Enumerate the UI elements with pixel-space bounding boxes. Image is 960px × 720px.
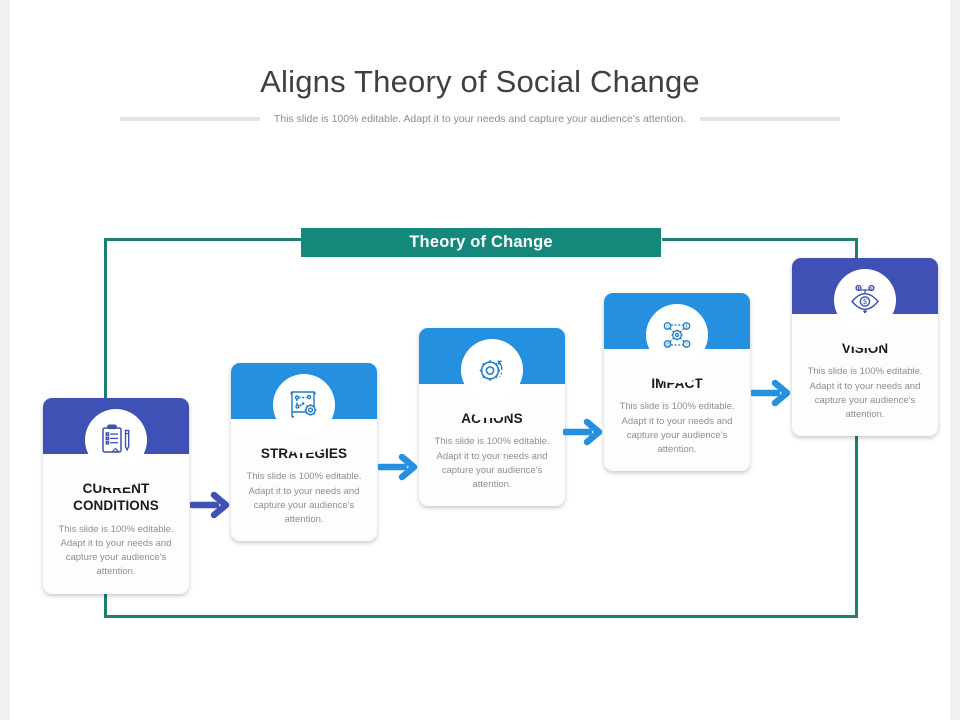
step-card-header [43,398,189,471]
clipboard-checklist-icon [85,409,147,471]
svg-text:$: $ [685,324,688,329]
step-card-header: n $ @ Y [604,293,750,366]
banner-label: Theory of Change [409,233,553,251]
eye-dollar-vision-icon: $ [834,269,896,331]
svg-text:@: @ [665,342,670,347]
process-frame-top-right [662,238,858,241]
gear-refresh-icon [461,339,523,401]
subtitle-rule-right [700,117,841,121]
step-card-text: This slide is 100% editable. Adapt it to… [58,523,174,578]
step-card-header: $ [792,258,938,331]
step-card-title: STRATEGIES [260,446,348,461]
process-frame-top-left [104,238,314,241]
arrow-strategies-to-actions [376,452,422,482]
step-card-text: This slide is 100% editable. Adapt it to… [434,436,550,491]
step-card-text: This slide is 100% editable. Adapt it to… [246,471,362,526]
arrow-actions-to-impact [561,417,607,447]
step-card-header [231,363,377,436]
step-card-text: This slide is 100% editable. Adapt it to… [619,401,735,456]
svg-text:Y: Y [685,342,688,347]
step-card-strategies[interactable]: STRATEGIES This slide is 100% editable. … [231,363,377,542]
subtitle-rule-left [119,117,260,121]
arrow-impact-to-vision [749,378,795,408]
strategy-board-gear-icon [273,374,335,436]
network-hub-gear-icon: n $ @ Y [646,304,708,366]
theory-of-change-banner: Theory of Change [301,228,661,257]
step-card-current-conditions[interactable]: CURRENT CONDITIONS This slide is 100% ed… [43,398,189,594]
page-subtitle: This slide is 100% editable. Adapt it to… [273,113,687,125]
step-card-impact[interactable]: n $ @ Y IMPACT This slide is 100% editab… [604,293,750,472]
step-card-actions[interactable]: ACTIONS This slide is 100% editable. Ada… [419,328,565,507]
step-card-body: STRATEGIES This slide is 100% editable. … [231,419,377,541]
step-card-text: This slide is 100% editable. Adapt it to… [807,366,923,421]
slide-canvas: Aligns Theory of Social Change This slid… [10,0,950,720]
page-title: Aligns Theory of Social Change [260,64,700,99]
step-card-vision[interactable]: $ VISION This slide is 100% editable. Ad… [792,258,938,437]
subtitle-row: This slide is 100% editable. Adapt it to… [10,113,950,125]
svg-text:$: $ [863,299,867,306]
svg-text:n: n [666,324,669,329]
step-card-header [419,328,565,401]
arrow-current-to-strategies [188,490,234,520]
